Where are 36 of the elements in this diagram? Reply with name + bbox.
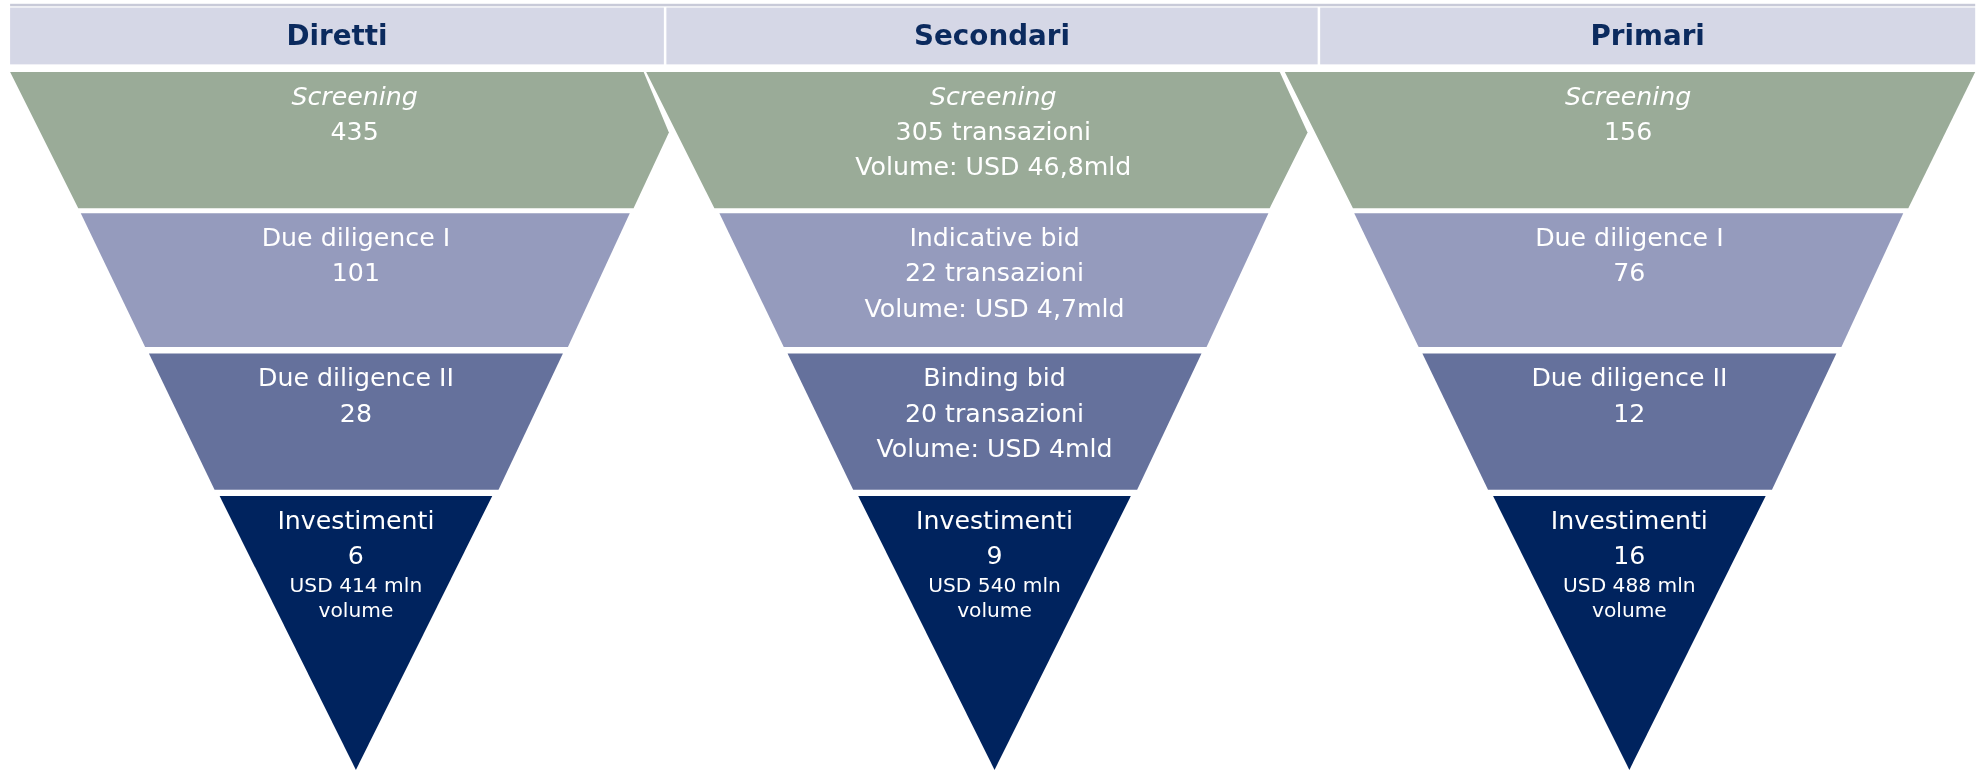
stage-value: 6: [347, 539, 364, 573]
stage-value: USD 488 mln volume: [1562, 573, 1697, 624]
stage-value: 9: [986, 539, 1003, 573]
stage-name: Indicative bid: [909, 221, 1080, 255]
stage-value: USD 414 mln volume: [288, 573, 424, 624]
stage-name: Screening: [291, 79, 418, 114]
header-band: [666, 7, 1318, 65]
stage-name: Binding bid: [923, 361, 1066, 395]
stage-value: 101: [331, 256, 380, 290]
stage-value: 22 transazioni: [904, 256, 1085, 290]
stage-value: 20 transazioni: [904, 396, 1085, 430]
stage-name: Due diligence II: [1531, 361, 1728, 395]
stage-value: 12: [1613, 396, 1646, 430]
stage-value: 156: [1604, 115, 1653, 149]
stage-value: 435: [330, 115, 379, 149]
header-band: [1320, 7, 1976, 65]
stage-value: USD 540 mln volume: [927, 573, 1062, 624]
stage-value: 16: [1613, 539, 1646, 573]
stage-name: Screening: [930, 79, 1057, 114]
column-heading: Diretti: [286, 20, 388, 52]
stage-name: Investimenti: [277, 503, 435, 538]
stage-name: Investimenti: [1550, 503, 1708, 538]
stage-value: 28: [339, 396, 372, 430]
stage-value: Volume: USD 4mld: [876, 431, 1113, 466]
stage-name: Screening: [1564, 79, 1692, 114]
stage-value: 76: [1613, 256, 1646, 290]
column-heading: Secondari: [914, 20, 1070, 52]
stage-name: Due diligence I: [261, 221, 451, 255]
stage-name: Due diligence II: [257, 361, 454, 395]
column-heading: Primari: [1590, 20, 1705, 52]
stage-value: 305 transazioni: [895, 115, 1091, 149]
stage-name: Investimenti: [916, 503, 1074, 538]
stage-value: Volume: USD 4,7mld: [864, 291, 1125, 326]
header-band: [10, 7, 664, 65]
stage-value: Volume: USD 46,8mld: [855, 150, 1132, 184]
stage-name: Due diligence I: [1535, 221, 1724, 255]
